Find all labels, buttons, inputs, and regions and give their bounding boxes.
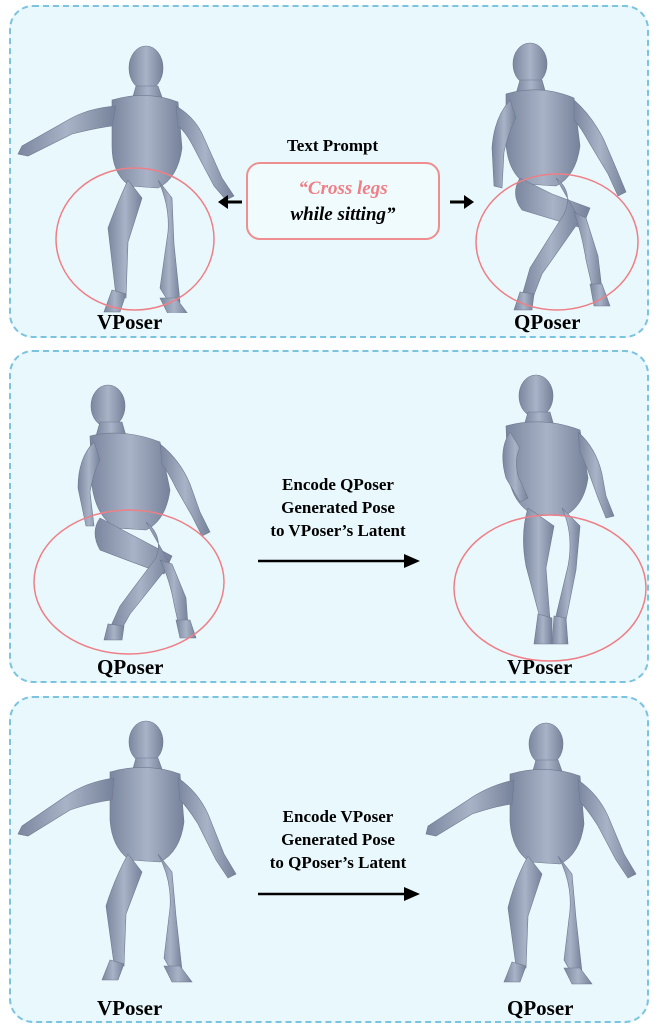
left-model-label: VPoser — [97, 310, 162, 335]
encode-caption: Encode QPoser Generated Pose to VPoser’s… — [238, 473, 438, 542]
legs-highlight-ellipse — [452, 513, 648, 663]
right-model-label: QPoser — [514, 310, 580, 335]
legs-highlight-ellipse — [32, 508, 226, 656]
prompt-title: Text Prompt — [287, 136, 378, 156]
caption-line-3: to VPoser’s Latent — [238, 519, 438, 542]
caption-line-2: Generated Pose — [238, 496, 438, 519]
caption-line-1: Encode QPoser — [238, 473, 438, 496]
caption-line-2: Generated Pose — [238, 828, 438, 851]
prompt-quote-open: “ — [298, 178, 308, 199]
left-model-label: VPoser — [97, 996, 162, 1021]
vposer-pose-figure — [8, 716, 248, 984]
qposer-pose-figure — [418, 718, 648, 986]
caption-line-3: to QPoser’s Latent — [238, 851, 438, 874]
left-model-label: QPoser — [97, 655, 163, 680]
arrow-right-icon — [258, 553, 420, 569]
right-model-label: QPoser — [507, 996, 573, 1021]
caption-line-1: Encode VPoser — [238, 805, 438, 828]
right-model-label: VPoser — [507, 655, 572, 680]
legs-highlight-ellipse — [54, 166, 216, 312]
legs-highlight-ellipse — [474, 172, 640, 312]
arrow-right-icon — [258, 886, 420, 902]
prompt-line-2: while sitting” — [290, 204, 395, 225]
arrow-left-icon — [218, 195, 244, 209]
encode-caption: Encode VPoser Generated Pose to QPoser’s… — [238, 805, 438, 874]
text-prompt-box: “Cross legs while sitting” — [246, 162, 440, 240]
prompt-line-1: Cross legs — [308, 178, 388, 199]
